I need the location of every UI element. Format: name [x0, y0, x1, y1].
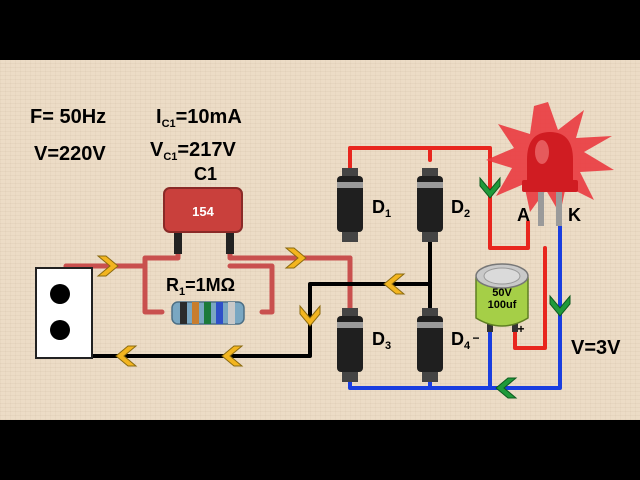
resistor-r1	[171, 301, 245, 325]
diode-d3	[337, 308, 363, 382]
dc-current-arrows	[479, 176, 571, 399]
diode-d1-label: D1	[372, 197, 392, 220]
electrolytic-capacitance: 100uf	[488, 299, 517, 311]
ic1-label: IC1=10mA	[156, 106, 242, 130]
led-cathode-label: K	[568, 205, 581, 225]
diode-d2-label: D2	[451, 197, 471, 220]
diode-d1	[337, 168, 363, 242]
vc1-label: VC1=217V	[150, 139, 236, 163]
ac-socket	[35, 267, 93, 359]
electrolytic-voltage: 50V	[492, 287, 512, 299]
diode-d4	[417, 308, 443, 382]
electrolytic-minus: −	[472, 331, 479, 345]
arrow-down-icon	[299, 304, 321, 327]
arrow-left-icon	[383, 273, 406, 295]
ac-current-arrows	[96, 247, 406, 367]
arrow-left-icon	[221, 345, 244, 367]
capacitor-code: 154	[192, 204, 214, 219]
capacitor-c1: 154	[163, 187, 243, 254]
diode-d3-label: D3	[372, 329, 392, 352]
diode-d2	[417, 168, 443, 242]
led	[486, 102, 614, 226]
arrow-left-icon	[115, 345, 138, 367]
arrow-down-icon	[549, 294, 571, 317]
arrow-right-icon	[284, 247, 307, 269]
electrolytic-capacitor: 50V 100uf + −	[472, 263, 529, 345]
led-anode-label: A	[517, 205, 530, 225]
electrolytic-plus: +	[517, 322, 524, 336]
diode-d4-label: D4	[451, 329, 471, 352]
resistor-label: R1=1MΩ	[166, 275, 236, 298]
frequency-label: F= 50Hz	[30, 106, 107, 128]
voltage-in-label: V=220V	[34, 143, 106, 165]
output-voltage-label: V=3V	[571, 337, 621, 359]
capacitor-ref: C1	[194, 164, 218, 184]
arrow-right-icon	[96, 255, 119, 277]
arrow-down-icon	[479, 176, 501, 199]
arrow-left-icon	[495, 377, 518, 399]
